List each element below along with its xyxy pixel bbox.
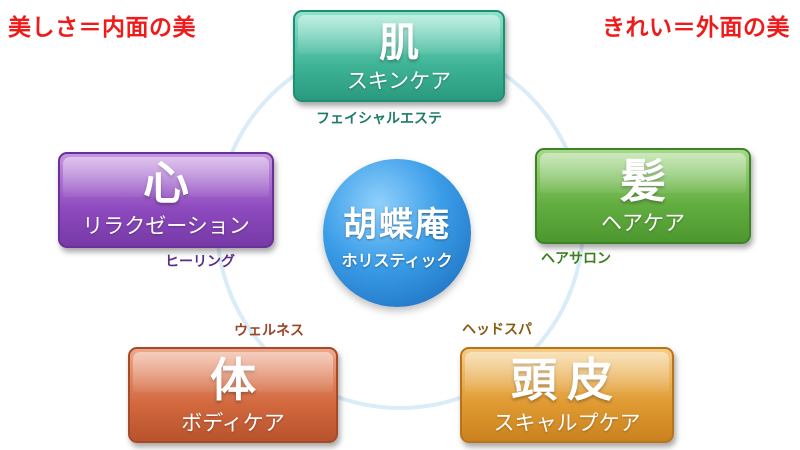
wellness-tag: ウェルネス (234, 323, 304, 339)
hair-care-label: ヘアケア (601, 211, 685, 235)
body-kanji: 体 (210, 353, 256, 407)
mind-kanji: 心 (143, 156, 189, 210)
inner-beauty-heading: 美しさ＝内面の美 (8, 15, 196, 41)
facial-esthetic-tag: フェイシャルエステ (316, 111, 442, 127)
body-care-label: ボディケア (181, 411, 285, 435)
skin-care-box: 肌 スキンケア (293, 10, 505, 102)
hair-salon-tag: ヘアサロン (541, 251, 611, 267)
relaxation-label: リラクゼーション (82, 214, 250, 238)
scalp-care-label: スキャルプケア (493, 411, 641, 435)
brand-subtitle: ホリスティック (341, 251, 453, 270)
skin-kanji: 肌 (379, 19, 419, 66)
brand-name: 胡蝶庵 (343, 205, 451, 245)
hair-kanji: 髪 (620, 154, 666, 208)
relaxation-box: 心 リラクゼーション (58, 152, 274, 248)
scalp-kanji: 頭皮 (511, 353, 623, 407)
hair-care-box: 髪 ヘアケア (535, 148, 751, 244)
healing-tag: ヒーリング (165, 254, 235, 270)
head-spa-tag: ヘッドスパ (462, 322, 532, 338)
skin-care-label: スキンケア (346, 69, 452, 93)
scalp-care-box: 頭皮 スキャルプケア (460, 347, 674, 443)
brand-circle: 胡蝶庵 ホリスティック (323, 159, 471, 307)
outer-beauty-heading: きれい＝外面の美 (602, 15, 790, 41)
body-care-box: 体 ボディケア (128, 347, 338, 443)
